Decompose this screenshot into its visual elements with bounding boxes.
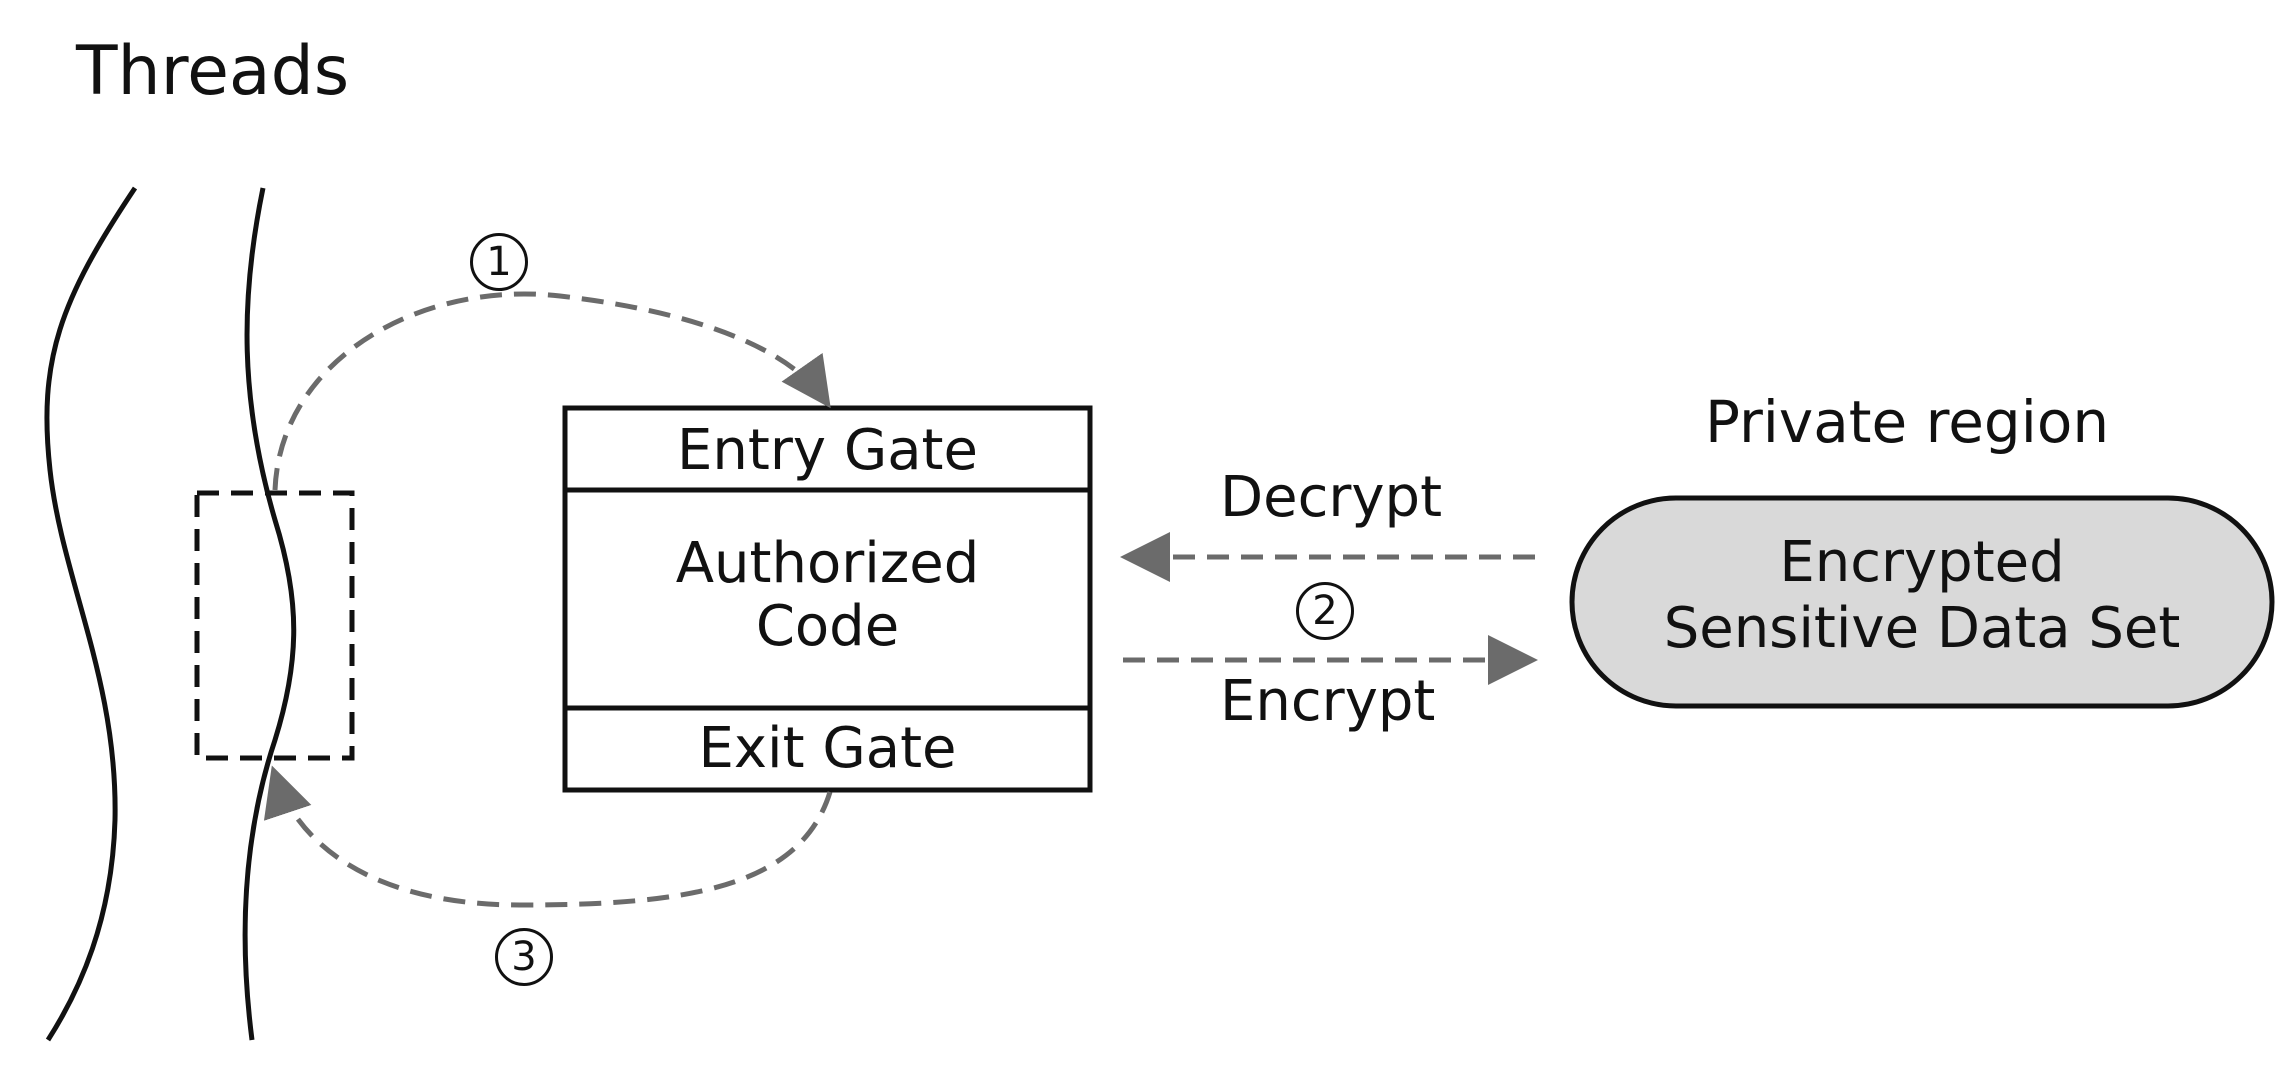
authorized-code-line1: Authorized: [675, 531, 980, 596]
encrypted-data-label: Encrypted Sensitive Data Set: [1572, 530, 2272, 662]
encrypt-label: Encrypt: [1220, 669, 1436, 734]
thread-line-right: [242, 187, 297, 1041]
encrypted-data-capsule: [1569, 495, 2275, 709]
entry-arrow: [272, 291, 831, 491]
enclave-box: [562, 405, 1093, 793]
decrypt-label: Decrypt: [1220, 465, 1443, 530]
encrypted-data-line2: Sensitive Data Set: [1663, 596, 2181, 662]
entry-gate-label: Entry Gate: [677, 418, 978, 483]
authorized-code-line2: Code: [755, 593, 900, 659]
step-two-badge: 2: [1296, 582, 1354, 640]
exit-gate-label: Exit Gate: [698, 716, 957, 781]
thread-segment-box: [194, 490, 355, 761]
encrypted-data-line1: Encrypted: [1779, 530, 2065, 595]
step-three-badge: 3: [495, 928, 553, 986]
exit-arrow: [263, 765, 833, 908]
authorized-code-label: Authorized Code: [565, 531, 1090, 659]
private-region-title: Private region: [1705, 388, 2110, 456]
thread-line-left: [44, 186, 138, 1042]
threads-title: Threads: [76, 32, 350, 111]
step-one-badge: 1: [470, 233, 528, 291]
